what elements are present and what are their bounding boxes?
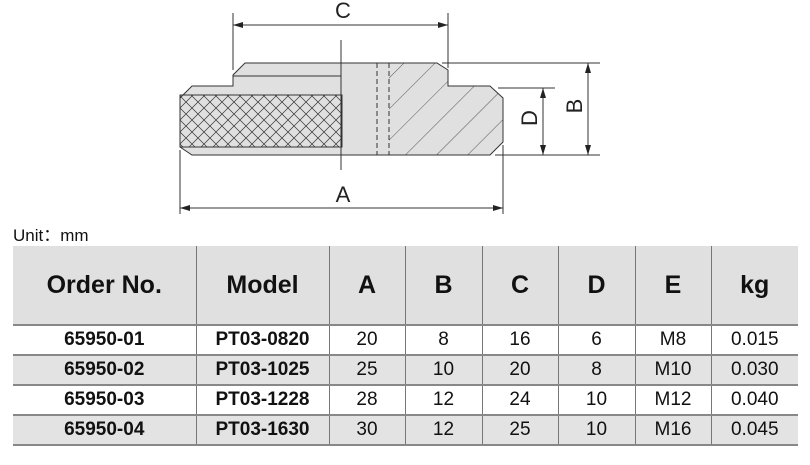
- cell-order-no: 65950-02: [13, 355, 196, 386]
- cell-d: 6: [557, 325, 635, 356]
- cell-c: 24: [481, 385, 558, 416]
- dim-label-b: B: [562, 99, 587, 114]
- header-kg: kg: [710, 246, 798, 326]
- cell-kg: 0.030: [710, 355, 798, 386]
- header-d: D: [557, 246, 635, 326]
- cell-a: 25: [328, 355, 405, 386]
- cell-a: 20: [328, 325, 405, 356]
- cell-b: 12: [404, 385, 482, 416]
- cell-kg: 0.045: [710, 415, 798, 446]
- cell-d: 8: [557, 355, 635, 386]
- cell-e: M16: [634, 415, 711, 446]
- cell-order-no: 65950-01: [13, 325, 196, 356]
- technical-drawing: C A D B: [179, 0, 600, 214]
- cell-a: 30: [328, 415, 405, 446]
- cell-a: 28: [328, 385, 405, 416]
- dim-label-c: C: [335, 0, 351, 23]
- cell-c: 20: [481, 355, 558, 386]
- header-e: E: [634, 246, 711, 326]
- cell-kg: 0.015: [710, 325, 798, 356]
- cell-kg: 0.040: [710, 385, 798, 416]
- cell-b: 8: [404, 325, 482, 356]
- header-b: B: [404, 246, 482, 326]
- table-header: Order No. Model A B C D E kg: [13, 246, 798, 326]
- header-c: C: [481, 246, 558, 326]
- header-order-no: Order No.: [13, 246, 196, 326]
- header-model: Model: [195, 246, 329, 326]
- cell-e: M10: [634, 355, 711, 386]
- cell-b: 10: [404, 355, 482, 386]
- cell-e: M8: [634, 325, 711, 356]
- cell-d: 10: [557, 415, 635, 446]
- cell-model: PT03-0820: [195, 325, 329, 356]
- cell-model: PT03-1630: [195, 415, 329, 446]
- cell-order-no: 65950-03: [13, 385, 196, 416]
- dimension-lines: [179, 13, 600, 214]
- cell-b: 12: [404, 415, 482, 446]
- header-a: A: [328, 246, 405, 326]
- cell-model: PT03-1228: [195, 385, 329, 416]
- cell-c: 25: [481, 415, 558, 446]
- dim-label-d: D: [517, 110, 542, 126]
- unit-label: Unit：mm: [13, 226, 89, 245]
- part-section: [179, 40, 504, 170]
- cell-d: 10: [557, 385, 635, 416]
- cell-e: M12: [634, 385, 711, 416]
- cell-c: 16: [481, 325, 558, 356]
- dim-label-a: A: [336, 182, 351, 207]
- cell-order-no: 65950-04: [13, 415, 196, 446]
- cell-model: PT03-1025: [195, 355, 329, 386]
